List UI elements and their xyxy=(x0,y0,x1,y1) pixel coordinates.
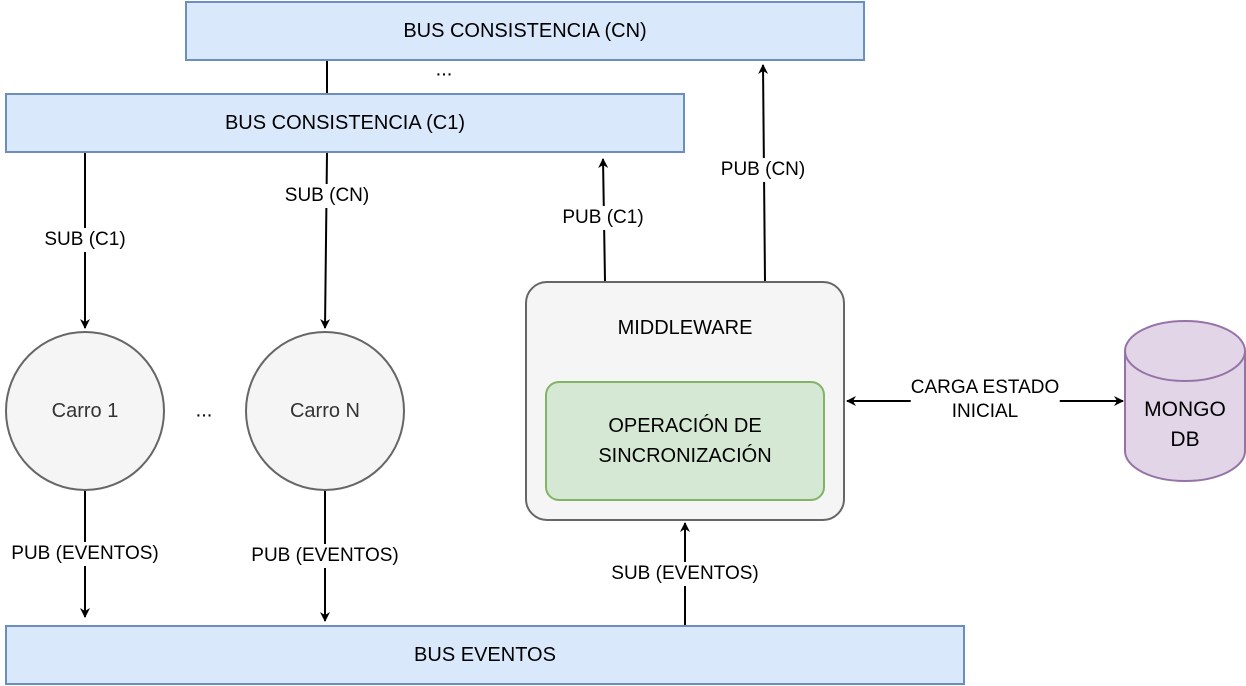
car-n-label: Carro N xyxy=(289,399,360,422)
car-n-node: Carro N xyxy=(245,331,405,491)
database-label: MONGO DB xyxy=(1125,395,1245,455)
bus-consistencia-cn: BUS CONSISTENCIA (CN) xyxy=(185,1,865,61)
bus-eventos-label: BUS EVENTOS xyxy=(414,643,556,666)
car-1-node: Carro 1 xyxy=(5,331,165,491)
edge-label-sub-cn: SUB (CN) xyxy=(284,184,370,208)
edge-label-sub-c1: SUB (C1) xyxy=(44,228,126,252)
sync-operation-label: OPERACIÓN DE SINCRONIZACIÓN xyxy=(598,415,772,467)
bus-consistencia-c1: BUS CONSISTENCIA (C1) xyxy=(5,93,685,153)
edge-label-pub-cn: PUB (CN) xyxy=(720,158,806,182)
cars-ellipsis: ... xyxy=(195,399,213,422)
edge-label-carga-estado: CARGA ESTADO INICIAL xyxy=(910,376,1060,424)
edge-sub-cn xyxy=(320,152,331,329)
database-label-line1: MONGO xyxy=(1144,398,1226,421)
bus-eventos: BUS EVENTOS xyxy=(5,625,965,685)
bus-consistencia-c1-label: BUS CONSISTENCIA (C1) xyxy=(224,111,466,134)
edge-label-pub-eventos-1: PUB (EVENTOS) xyxy=(11,542,159,566)
edge-label-carga-line1: CARGA ESTADO xyxy=(910,377,1060,398)
bus-ellipsis: ... xyxy=(435,58,453,81)
car-1-label: Carro 1 xyxy=(51,399,119,422)
database-cylinder xyxy=(1124,320,1246,482)
edge-label-carga-line2: INICIAL xyxy=(951,401,1019,422)
edge-label-pub-eventos-n: PUB (EVENTOS) xyxy=(251,544,399,568)
sync-operation: OPERACIÓN DE SINCRONIZACIÓN xyxy=(545,381,825,501)
edge-label-sub-eventos: SUB (EVENTOS) xyxy=(611,562,759,586)
database-label-line2: DB xyxy=(1170,428,1200,451)
bus-consistencia-cn-label: BUS CONSISTENCIA (CN) xyxy=(403,19,647,42)
edge-label-pub-c1: PUB (C1) xyxy=(562,206,644,230)
middleware-title: MIDDLEWARE xyxy=(617,317,753,339)
